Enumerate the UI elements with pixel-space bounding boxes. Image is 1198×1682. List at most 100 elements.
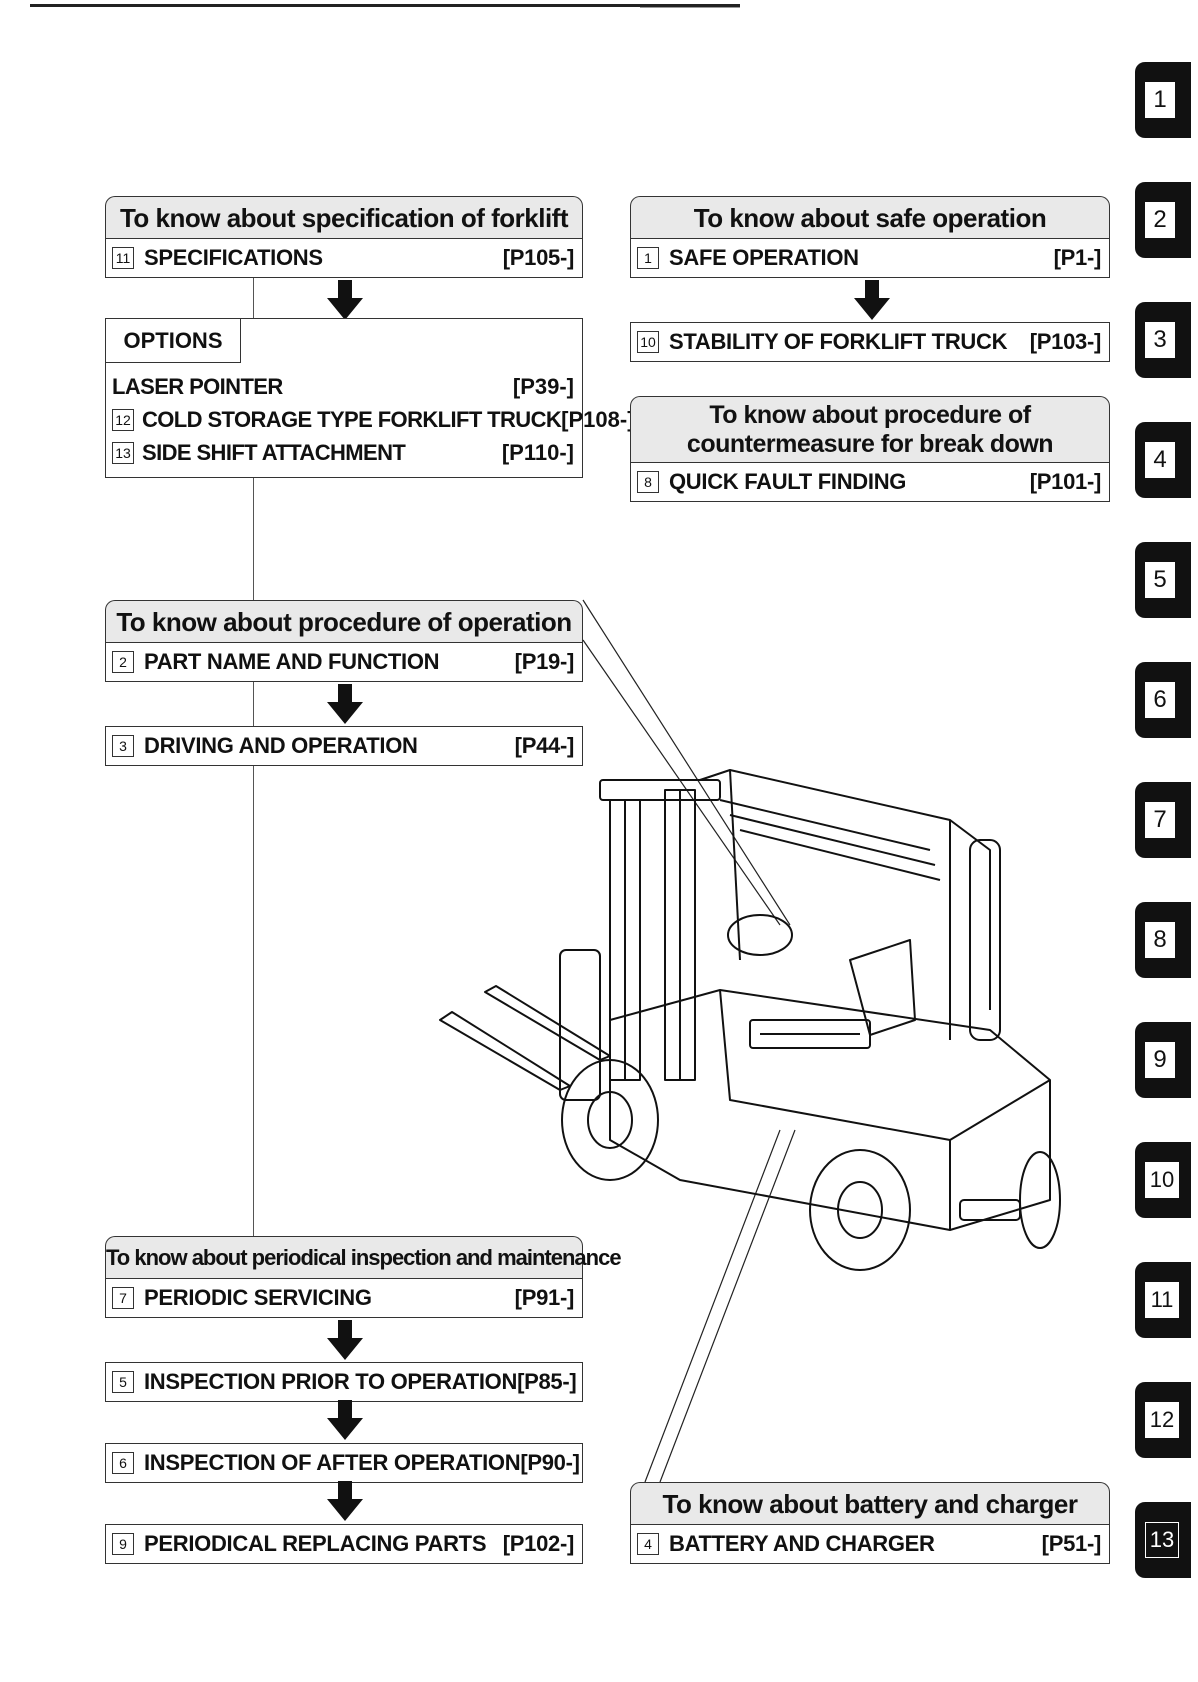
row-page: [P108-] bbox=[561, 407, 635, 432]
section-tab-label: 8 bbox=[1145, 922, 1175, 958]
panel-replacing-parts: 9 PERIODICAL REPLACING PARTS [P102-] bbox=[105, 1524, 583, 1564]
down-arrow-icon bbox=[327, 1400, 363, 1440]
toc-row-replacing-parts[interactable]: 9 PERIODICAL REPLACING PARTS [P102-] bbox=[105, 1524, 583, 1564]
down-arrow-icon bbox=[327, 1481, 363, 1521]
row-label: PERIODIC SERVICING bbox=[144, 1285, 372, 1310]
section-tab-1[interactable]: 1 bbox=[1135, 62, 1191, 138]
down-arrow-icon bbox=[854, 280, 890, 320]
toc-row-stability[interactable]: 10 STABILITY OF FORKLIFT TRUCK [P103-] bbox=[630, 322, 1110, 362]
row-label: SPECIFICATIONS bbox=[144, 245, 323, 270]
panel-header: To know about procedure of operation bbox=[105, 600, 583, 643]
toc-row-part-name[interactable]: 2 PART NAME AND FUNCTION [P19-] bbox=[105, 642, 583, 682]
toc-row-safe-operation[interactable]: 1 SAFE OPERATION [P1-] bbox=[630, 238, 1110, 278]
panel-fault-finding: To know about procedure of countermeasur… bbox=[630, 396, 1110, 506]
header-line-1: To know about procedure of bbox=[709, 401, 1031, 429]
chapter-number: 8 bbox=[637, 471, 659, 493]
section-tab-4[interactable]: 4 bbox=[1135, 422, 1191, 498]
row-label: STABILITY OF FORKLIFT TRUCK bbox=[669, 329, 1008, 354]
row-label: LASER POINTER bbox=[112, 374, 283, 399]
section-tab-3[interactable]: 3 bbox=[1135, 302, 1191, 378]
row-label: INSPECTION PRIOR TO OPERATION bbox=[144, 1369, 518, 1394]
panel-header: To know about specification of forklift bbox=[105, 196, 583, 239]
row-page: [P44-] bbox=[514, 733, 575, 758]
top-rule-thin bbox=[640, 7, 740, 8]
section-tab-5[interactable]: 5 bbox=[1135, 542, 1191, 618]
row-page: [P85-] bbox=[517, 1369, 577, 1394]
section-tab-2[interactable]: 2 bbox=[1135, 182, 1191, 258]
chapter-number: 3 bbox=[112, 735, 134, 757]
toc-row-specifications[interactable]: 11 SPECIFICATIONS [P105-] bbox=[105, 238, 583, 278]
section-tab-label: 5 bbox=[1145, 562, 1175, 598]
row-label: PERIODICAL REPLACING PARTS bbox=[144, 1531, 487, 1556]
toc-row-periodic-servicing[interactable]: 7 PERIODIC SERVICING [P91-] bbox=[105, 1278, 583, 1318]
section-tab-label: 2 bbox=[1145, 202, 1175, 238]
row-page: [P102-] bbox=[502, 1531, 575, 1556]
section-tab-label: 3 bbox=[1145, 322, 1175, 358]
panel-maintenance: To know about periodical inspection and … bbox=[105, 1236, 622, 1322]
panel-header: To know about battery and charger bbox=[630, 1482, 1110, 1525]
chapter-number: 7 bbox=[112, 1287, 134, 1309]
row-label: DRIVING AND OPERATION bbox=[144, 733, 418, 758]
panel-battery: To know about battery and charger 4 BATT… bbox=[630, 1482, 1110, 1566]
panel-stability: 10 STABILITY OF FORKLIFT TRUCK [P103-] bbox=[630, 322, 1110, 362]
toc-row-laser-pointer[interactable]: LASER POINTER [P39-] bbox=[112, 371, 574, 403]
down-arrow-icon bbox=[327, 280, 363, 320]
section-tab-label: 11 bbox=[1145, 1282, 1179, 1318]
chapter-number: 1 bbox=[637, 247, 659, 269]
chapter-number: 5 bbox=[112, 1371, 134, 1393]
row-page: [P91-] bbox=[514, 1285, 575, 1310]
section-tab-label: 7 bbox=[1145, 802, 1175, 838]
row-label: PART NAME AND FUNCTION bbox=[144, 649, 440, 674]
row-page: [P103-] bbox=[1029, 329, 1102, 354]
section-tab-12[interactable]: 12 bbox=[1135, 1382, 1191, 1458]
row-page: [P51-] bbox=[1041, 1531, 1102, 1556]
forklift-illustration-icon bbox=[439, 769, 1061, 1271]
toc-row-inspection-after[interactable]: 6 INSPECTION OF AFTER OPERATION [P90-] bbox=[105, 1443, 583, 1483]
row-label: COLD STORAGE TYPE FORKLIFT TRUCK bbox=[142, 407, 562, 432]
toc-row-cold-storage[interactable]: 12 COLD STORAGE TYPE FORKLIFT TRUCK [P10… bbox=[112, 404, 635, 436]
row-label: SIDE SHIFT ATTACHMENT bbox=[142, 440, 406, 465]
row-page: [P90-] bbox=[520, 1450, 580, 1475]
section-tab-label: 10 bbox=[1145, 1162, 1179, 1198]
panel-driving: 3 DRIVING AND OPERATION [P44-] bbox=[105, 726, 583, 766]
row-page: [P1-] bbox=[1053, 245, 1102, 270]
panel-inspection-prior: 5 INSPECTION PRIOR TO OPERATION [P85-] bbox=[105, 1362, 583, 1402]
panel-inspection-after: 6 INSPECTION OF AFTER OPERATION [P90-] bbox=[105, 1443, 583, 1483]
section-tab-6[interactable]: 6 bbox=[1135, 662, 1191, 738]
section-tab-9[interactable]: 9 bbox=[1135, 1022, 1191, 1098]
chapter-number: 10 bbox=[637, 331, 659, 353]
chapter-number: 12 bbox=[112, 409, 134, 431]
top-rule bbox=[30, 4, 740, 7]
chapter-number: 13 bbox=[112, 442, 134, 464]
row-page: [P39-] bbox=[512, 374, 574, 399]
section-tab-label: 12 bbox=[1145, 1402, 1179, 1438]
toc-row-side-shift[interactable]: 13 SIDE SHIFT ATTACHMENT [P110-] bbox=[112, 437, 574, 469]
section-tab-label: 13 bbox=[1145, 1522, 1179, 1558]
row-label: SAFE OPERATION bbox=[669, 245, 859, 270]
row-label: QUICK FAULT FINDING bbox=[669, 469, 907, 494]
section-tab-13[interactable]: 13 bbox=[1135, 1502, 1191, 1578]
toc-row-inspection-prior[interactable]: 5 INSPECTION PRIOR TO OPERATION [P85-] bbox=[105, 1362, 583, 1402]
row-page: [P101-] bbox=[1029, 469, 1102, 494]
section-tab-label: 1 bbox=[1145, 82, 1175, 118]
section-tab-label: 6 bbox=[1145, 682, 1175, 718]
down-arrow-icon bbox=[327, 684, 363, 724]
section-tab-7[interactable]: 7 bbox=[1135, 782, 1191, 858]
chapter-number: 6 bbox=[112, 1452, 134, 1474]
section-tab-8[interactable]: 8 bbox=[1135, 902, 1191, 978]
toc-row-driving[interactable]: 3 DRIVING AND OPERATION [P44-] bbox=[105, 726, 583, 766]
panel-options: OPTIONS LASER POINTER [P39-] 12 COLD STO… bbox=[105, 318, 635, 478]
chapter-number: 4 bbox=[637, 1533, 659, 1555]
row-label: INSPECTION OF AFTER OPERATION bbox=[144, 1450, 521, 1475]
section-tab-11[interactable]: 11 bbox=[1135, 1262, 1191, 1338]
section-tab-10[interactable]: 10 bbox=[1135, 1142, 1191, 1218]
toc-row-quick-fault-finding[interactable]: 8 QUICK FAULT FINDING [P101-] bbox=[630, 462, 1110, 502]
chapter-number: 2 bbox=[112, 651, 134, 673]
header-line-2: countermeasure for break down bbox=[686, 430, 1054, 458]
row-page: [P19-] bbox=[514, 649, 575, 674]
row-page: [P110-] bbox=[501, 440, 574, 465]
panel-specification: To know about specification of forklift … bbox=[105, 196, 583, 282]
panel-header: To know about procedure of countermeasur… bbox=[630, 396, 1110, 462]
toc-row-battery[interactable]: 4 BATTERY AND CHARGER [P51-] bbox=[630, 1524, 1110, 1564]
section-tab-label: 4 bbox=[1145, 442, 1175, 478]
